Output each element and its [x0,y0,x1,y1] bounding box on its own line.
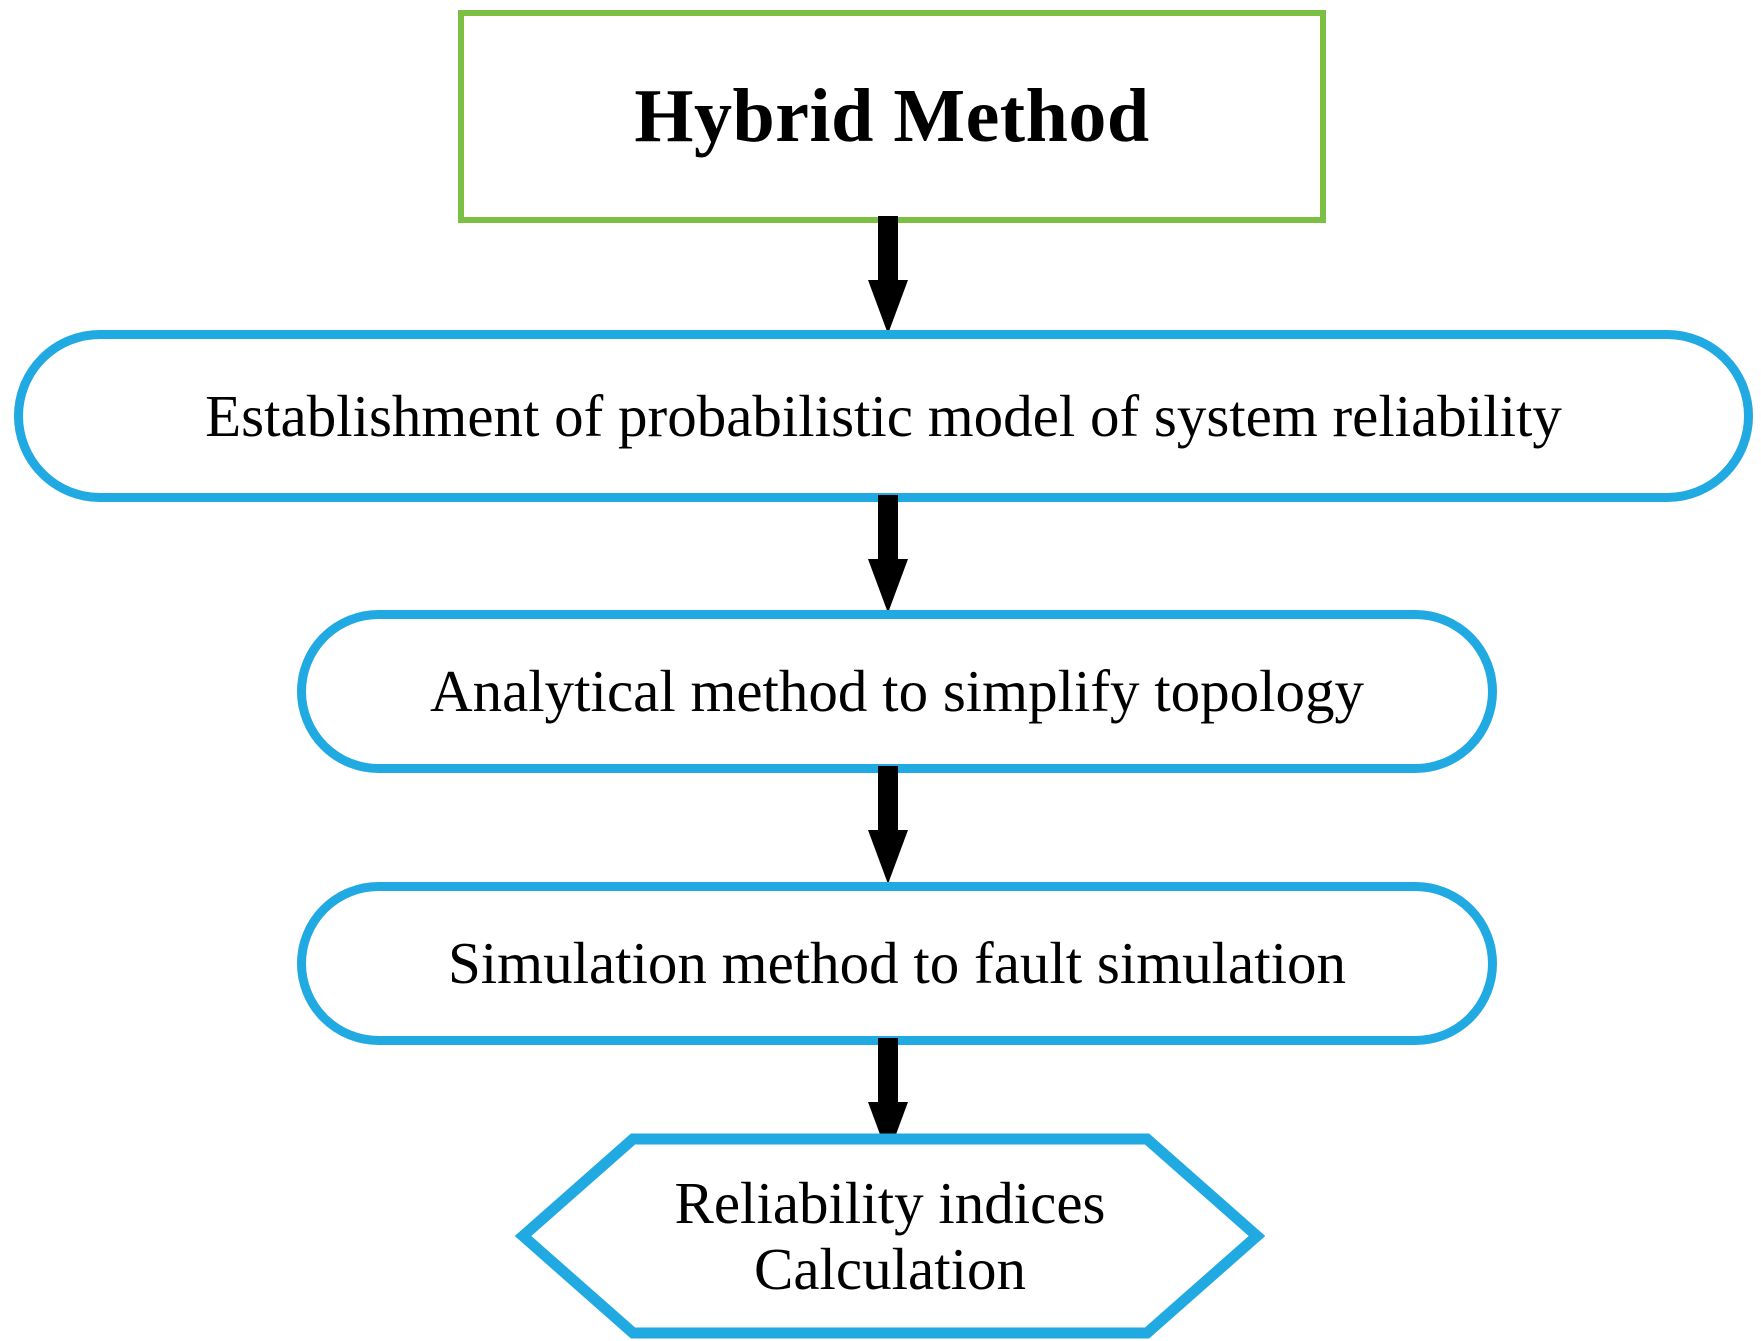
node-hybrid-method: Hybrid Method [458,10,1326,223]
arrow-step2-to-step3 [866,766,910,888]
node-hybrid-method-label: Hybrid Method [634,74,1150,158]
node-step-3-label: Simulation method to fault simulation [447,930,1347,997]
arrow-step3-to-result [866,1038,910,1160]
node-step-2: Analytical method to simplify topology [297,610,1497,773]
node-step-2-label: Analytical method to simplify topology [429,658,1365,725]
node-step-1-label: Establishment of probabilistic model of … [205,382,1562,449]
node-result-hexagon: Reliability indices Calculation [515,1131,1265,1341]
node-result-label-line1: Reliability indices [674,1169,1106,1236]
node-result-label-line2: Calculation [754,1236,1026,1302]
arrow-title-to-step1 [866,216,910,338]
arrow-step1-to-step2 [866,495,910,617]
node-step-3: Simulation method to fault simulation [297,882,1497,1045]
node-step-1: Establishment of probabilistic model of … [14,330,1753,502]
node-result-label-group: Reliability indices Calculation [515,1131,1265,1341]
